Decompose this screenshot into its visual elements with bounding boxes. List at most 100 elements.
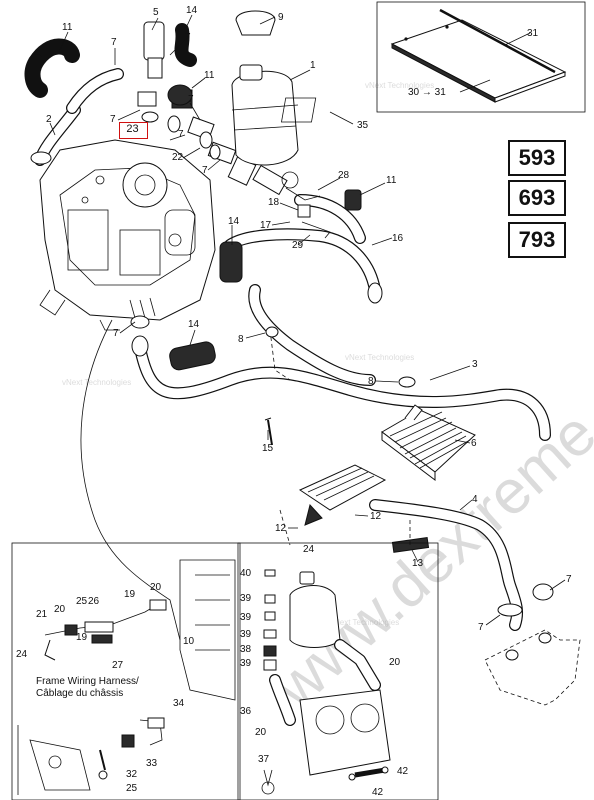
- callout-labels: 11 5 14 9 7 7 11 1 2 7 22 7 7 7 35 28 11…: [16, 5, 572, 798]
- callout-26: 26: [88, 596, 100, 607]
- callout-30-31: 30 → 31: [408, 87, 446, 98]
- callout-27: 27: [112, 660, 124, 671]
- callout-33: 33: [146, 758, 158, 769]
- watermark-brand-3: vNext Technologies: [345, 353, 414, 362]
- callout-24b: 24: [16, 649, 28, 660]
- callout-14b: 14: [228, 216, 240, 227]
- callout-20a: 20: [255, 727, 267, 738]
- upper-hoses: [24, 21, 288, 196]
- callout-32: 32: [126, 769, 138, 780]
- callout-18: 18: [268, 197, 280, 208]
- callout-14a: 14: [186, 5, 198, 16]
- callout-39a: 39: [240, 593, 252, 604]
- corrugated-hoses: [169, 241, 243, 371]
- watermark-brand-4: vNext Technologies: [330, 618, 399, 627]
- callout-13: 13: [412, 558, 424, 569]
- inset-caption-line1: Frame Wiring Harness/: [36, 676, 139, 687]
- main-hoses: [134, 194, 551, 631]
- callout-20d: 20: [54, 604, 66, 615]
- callout-29: 29: [292, 240, 304, 251]
- callout-42b: 42: [372, 787, 384, 798]
- floor-outline: [484, 629, 581, 706]
- callout-12b: 12: [275, 523, 287, 534]
- callout-19b: 19: [76, 632, 88, 643]
- watermark-brand-1: vNext Technologies: [365, 81, 434, 90]
- callout-3: 3: [472, 359, 478, 370]
- callout-14c: 14: [188, 319, 200, 330]
- cooler-plate: [298, 464, 387, 526]
- callout-11a: 11: [62, 22, 73, 33]
- callout-34: 34: [173, 698, 185, 709]
- coolant-tank: [167, 10, 362, 239]
- callout-4: 4: [472, 494, 478, 505]
- callout-31: 31: [527, 28, 539, 39]
- part-13: [391, 536, 430, 553]
- callout-38: 38: [240, 644, 252, 655]
- decal-35: [281, 97, 317, 123]
- leader-lines: [49, 14, 566, 626]
- callout-10: 10: [183, 636, 195, 647]
- callout-22: 22: [172, 152, 184, 163]
- callout-42a: 42: [397, 766, 409, 777]
- callout-39b: 39: [240, 612, 252, 623]
- callout-11c: 11: [386, 175, 397, 186]
- hose-clamp-11b: [167, 84, 193, 106]
- callout-7f: 7: [202, 165, 208, 176]
- callout-6: 6: [471, 438, 477, 449]
- callout-39d: 39: [240, 658, 252, 669]
- model-793-box[interactable]: 793: [508, 222, 566, 258]
- callout-7h: 7: [566, 574, 572, 585]
- heat-exchanger: [381, 404, 476, 482]
- watermark-big: www.dextreme.net: [260, 329, 594, 722]
- callout-9: 9: [278, 12, 284, 23]
- callout-8b: 8: [368, 376, 374, 387]
- callout-36: 36: [240, 706, 252, 717]
- callout-11b: 11: [204, 70, 215, 81]
- callout-20b: 20: [389, 657, 401, 668]
- model-693-box[interactable]: 693: [508, 180, 566, 216]
- callout-8a: 8: [238, 334, 244, 345]
- harness-cable: [80, 319, 181, 641]
- top-box-frame: [376, 1, 586, 113]
- highlight-box: [119, 122, 148, 139]
- callout-16: 16: [392, 233, 404, 244]
- callout-7d: 7: [188, 94, 194, 105]
- callout-19: 19: [124, 589, 136, 600]
- harness-inset: [11, 542, 439, 800]
- callout-7g: 7: [113, 328, 119, 339]
- callout-17: 17: [260, 220, 272, 231]
- model-593-box[interactable]: 593: [508, 140, 566, 176]
- callout-1: 1: [310, 60, 316, 71]
- callout-20c: 20: [150, 582, 162, 593]
- callout-37: 37: [258, 754, 270, 765]
- callout-7b: 7: [185, 32, 191, 43]
- pressure-cap: [235, 10, 276, 36]
- screw-15: [267, 419, 273, 446]
- callout-21: 21: [36, 609, 48, 620]
- callout-35: 35: [357, 120, 369, 131]
- callout-28: 28: [338, 170, 350, 181]
- callout-39c: 39: [240, 629, 252, 640]
- callout-40: 40: [240, 568, 252, 579]
- callout-7a: 7: [111, 37, 117, 48]
- seal-strip: [439, 8, 556, 74]
- engine: [39, 139, 216, 331]
- inset-left-frame: [11, 542, 241, 800]
- callout-5: 5: [153, 7, 159, 18]
- callout-7i: 7: [478, 622, 484, 633]
- top-box: 31 30 → 31: [376, 1, 586, 113]
- callout-24a: 24: [303, 544, 315, 555]
- callout-7c: 7: [110, 114, 116, 125]
- callout-2: 2: [46, 114, 52, 125]
- callout-12a: 12: [370, 511, 382, 522]
- watermark-brand-2: vNext Technologies: [62, 378, 131, 387]
- inset-right-frame: [237, 542, 439, 800]
- callout-25b: 25: [126, 783, 138, 794]
- hose-clamp-11c: [344, 189, 362, 211]
- callout-23-highlighted[interactable]: 23: [126, 123, 139, 135]
- callout-25: 25: [76, 596, 88, 607]
- inset-caption-line2: Câblage du châssis: [36, 688, 123, 699]
- callout-15: 15: [262, 443, 274, 454]
- callout-7e: 7: [178, 129, 184, 140]
